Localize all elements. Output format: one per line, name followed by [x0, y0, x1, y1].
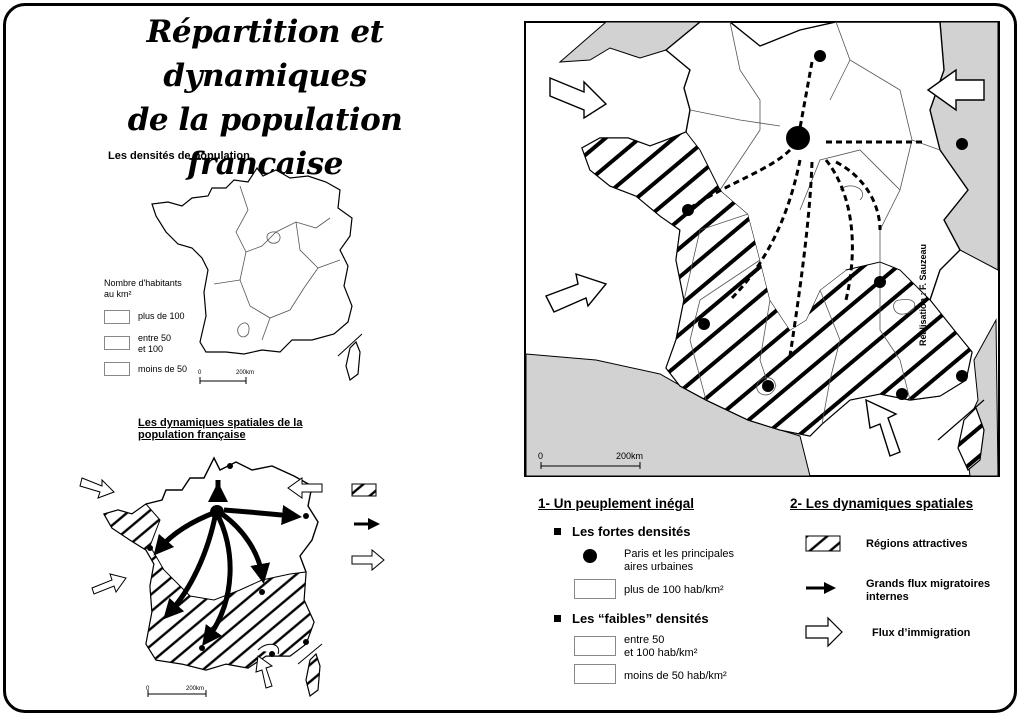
page-frame — [3, 3, 1017, 713]
neighbor-north — [558, 21, 702, 63]
legend1-heading: 1- Un peuplement inégal — [538, 496, 695, 511]
density-map — [151, 166, 363, 384]
density-scale-start: 0 — [198, 370, 202, 376]
legend1-paris-label: Paris et les principales aires urbaines — [624, 548, 734, 574]
legend1-swatch-mid — [574, 636, 616, 656]
main-scale-end: 200km — [616, 451, 644, 461]
dynamics-subtitle-line2: population française — [138, 429, 246, 441]
density-swatch-mid — [104, 336, 130, 350]
legend1-weak-heading: Les “faibles” densités — [572, 611, 709, 626]
legend1-low-label: moins de 50 hab/km² — [624, 670, 727, 682]
legend1-swatch-over100 — [574, 579, 616, 599]
density-map-corsica — [345, 340, 361, 382]
density-label-mid-line1: entre 50 — [138, 333, 172, 343]
main-scale-start: 0 — [538, 451, 544, 461]
legend1-mid-label: entre 50 et 100 hab/km² — [624, 634, 697, 660]
density-scale-end: 200km — [236, 370, 255, 376]
dynamics-scale-end: 200km — [186, 686, 205, 692]
legend1-strong-heading: Les fortes densités — [572, 524, 691, 539]
density-map-france-outline — [151, 166, 353, 355]
legend1-paris-line2: aires urbaines — [624, 561, 694, 573]
title-line-1: Répartition et dynamiques — [146, 14, 384, 94]
main-map-corsica — [957, 406, 985, 471]
density-label-mid: entre 50 et 100 — [138, 333, 171, 355]
density-legend-title-line1: Nombre d'habitants — [104, 278, 182, 288]
density-legend-title: Nombre d'habitants au km² — [104, 278, 182, 300]
legend2-internal-line2: internes — [866, 591, 909, 603]
legend2-internal-label: Grands flux migratoires internes — [866, 578, 990, 604]
title-line-2: de la population française — [127, 102, 403, 182]
density-swatch-high — [104, 310, 130, 324]
density-map-subtitle: Les densités de population — [108, 150, 250, 162]
dynamics-map-subtitle: Les dynamiques spatiales de la populatio… — [138, 417, 302, 441]
legend2-immigration-label: Flux d’immigration — [872, 627, 971, 639]
legend1-swatch-low — [574, 664, 616, 684]
legend1-over100-label: plus de 100 hab/km² — [624, 584, 724, 596]
density-label-high: plus de 100 — [138, 311, 185, 321]
dynamics-subtitle-line1: Les dynamiques spatiales de la — [138, 417, 303, 429]
density-label-low: moins de 50 — [138, 364, 188, 374]
legend1-paris-line1: Paris et les principales — [624, 548, 735, 560]
density-legend-title-line2: au km² — [104, 289, 132, 299]
legend2-heading: 2- Les dynamiques spatiales — [790, 496, 974, 511]
dynamics-map — [79, 456, 385, 698]
legend-graphics — [554, 528, 843, 648]
density-swatch-low — [104, 362, 130, 376]
page-title: Répartition et dynamiques de la populati… — [60, 10, 470, 186]
main-map — [524, 21, 1000, 477]
legend1-mid-line1: entre 50 — [624, 634, 665, 646]
author-credit: Réalisation : F. Sauzeau — [918, 243, 928, 346]
legend2-attractive-label: Régions attractives — [866, 538, 968, 550]
dynamics-scale-start: 0 — [146, 686, 150, 692]
legend1-mid-line2: et 100 hab/km² — [624, 647, 698, 659]
legend2-internal-line1: Grands flux migratoires — [866, 578, 991, 590]
dynamics-map-corsica — [305, 652, 321, 698]
density-label-mid-line2: et 100 — [138, 344, 164, 354]
